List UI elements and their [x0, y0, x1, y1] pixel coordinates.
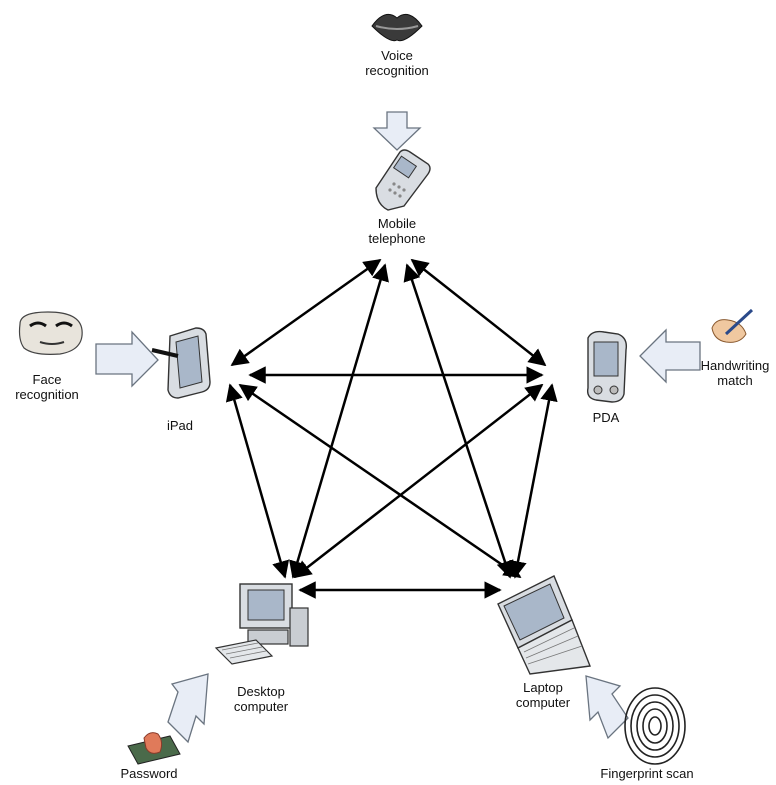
tablet-icon	[151, 327, 211, 399]
label-pda: PDA	[592, 410, 620, 425]
hand-pen-icon	[711, 308, 754, 343]
label-password: Password	[120, 766, 178, 781]
arrow-pda-desktop	[293, 383, 544, 579]
arrow-ipad-desktop	[225, 383, 290, 579]
input-arrow-fingerprint	[585, 675, 629, 740]
input-arrow-password	[167, 673, 209, 744]
connection-arrows	[225, 258, 558, 599]
fingerprint-icon	[624, 687, 686, 765]
label-voice-recognition: Voice recognition	[365, 48, 429, 78]
mobile-phone-icon	[375, 149, 431, 211]
input-arrows	[95, 111, 701, 744]
laptop-icon	[497, 575, 591, 675]
arrow-mobile-ipad	[230, 258, 382, 367]
face-icon	[18, 311, 83, 355]
lips-icon	[371, 13, 423, 42]
input-arrow-handwriting	[639, 328, 701, 384]
label-mobile-telephone: Mobile telephone	[368, 216, 426, 246]
pda-icon	[586, 330, 628, 403]
keyboard-hand-icon	[127, 732, 181, 765]
label-fingerprint-scan: Fingerprint scan	[600, 766, 694, 781]
arrow-pda-laptop	[509, 383, 558, 579]
label-ipad: iPad	[166, 418, 194, 433]
arrow-mobile-pda	[410, 258, 547, 367]
label-face-recognition: Face recognition	[15, 372, 79, 402]
input-arrow-voice	[372, 111, 422, 151]
label-handwriting-match: Handwriting match	[700, 358, 770, 388]
input-arrow-face	[95, 330, 159, 388]
desktop-computer-icon	[214, 583, 309, 665]
label-laptop-computer: Laptop computer	[515, 680, 571, 710]
label-desktop-computer: Desktop computer	[233, 684, 289, 714]
